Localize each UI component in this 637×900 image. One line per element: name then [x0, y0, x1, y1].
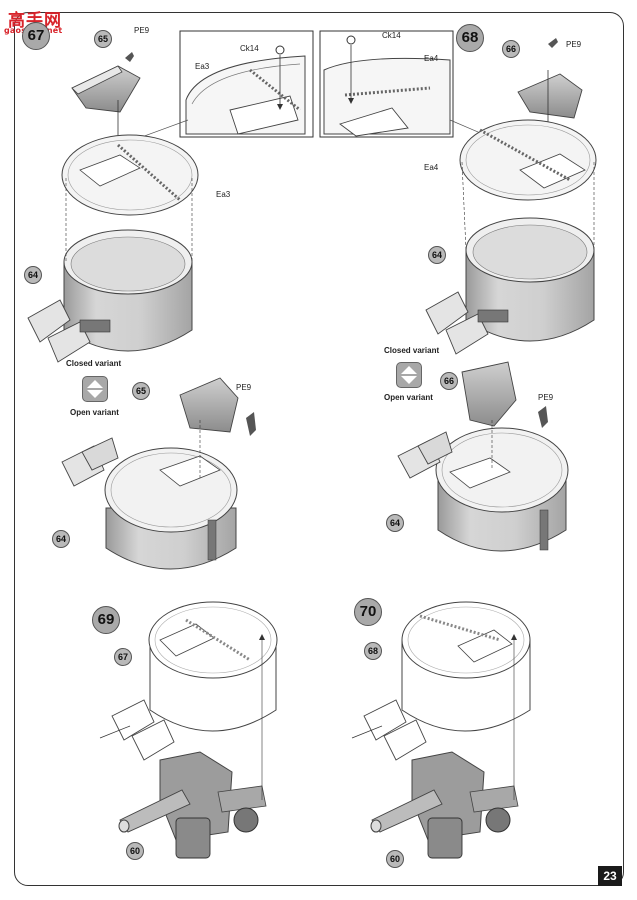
callout-64-open-left: 64 [52, 530, 70, 548]
open-variant-left [61, 377, 256, 570]
label-closed-variant-left: Closed variant [66, 359, 122, 368]
step-number-70: 70 [354, 598, 382, 626]
callout-66-open: 66 [440, 372, 458, 390]
label-ea4-main: Ea4 [424, 163, 439, 172]
step-67-assembly [27, 52, 199, 363]
callout-65-top: 65 [94, 30, 112, 48]
inset-panel-ea4 [319, 30, 454, 138]
label-ck14-right: Ck14 [382, 31, 401, 40]
callout-64-right: 64 [428, 246, 446, 264]
label-pe9-top-left: PE9 [134, 26, 150, 35]
step-number-67: 67 [22, 22, 50, 50]
label-pe9-open-right: PE9 [538, 393, 554, 402]
step-number-69: 69 [92, 606, 120, 634]
callout-65-open: 65 [132, 382, 150, 400]
inset-panel-ea3 [179, 30, 314, 138]
variant-swap-icon-left [82, 376, 108, 402]
callout-60-right: 60 [386, 850, 404, 868]
step-68-assembly [425, 38, 597, 355]
up-down-arrow-icon [87, 380, 103, 398]
label-open-variant-right: Open variant [384, 393, 433, 402]
watermark-main: 高手网 [8, 11, 62, 31]
label-open-variant-left: Open variant [70, 408, 119, 417]
callout-68: 68 [364, 642, 382, 660]
up-down-arrow-icon [401, 366, 417, 384]
label-pe9-top-right: PE9 [566, 40, 582, 49]
label-ea3-inset: Ea3 [195, 62, 210, 71]
callout-66-top: 66 [502, 40, 520, 58]
callout-60-left: 60 [126, 842, 144, 860]
label-pe9-open-left: PE9 [236, 383, 252, 392]
label-ck14-left: Ck14 [240, 44, 259, 53]
label-closed-variant-right: Closed variant [384, 346, 440, 355]
variant-swap-icon-right [396, 362, 422, 388]
callout-64-open-right: 64 [386, 514, 404, 532]
callout-64-left: 64 [24, 266, 42, 284]
step-70-assembly [351, 601, 531, 859]
callout-67: 67 [114, 648, 132, 666]
open-variant-right [397, 361, 569, 552]
page-number: 23 [598, 866, 622, 886]
label-ea4-inset: Ea4 [424, 54, 439, 63]
label-ea3-main: Ea3 [216, 190, 231, 199]
step-69-assembly [99, 601, 278, 859]
page-frame [14, 12, 624, 886]
step-number-68: 68 [456, 24, 484, 52]
